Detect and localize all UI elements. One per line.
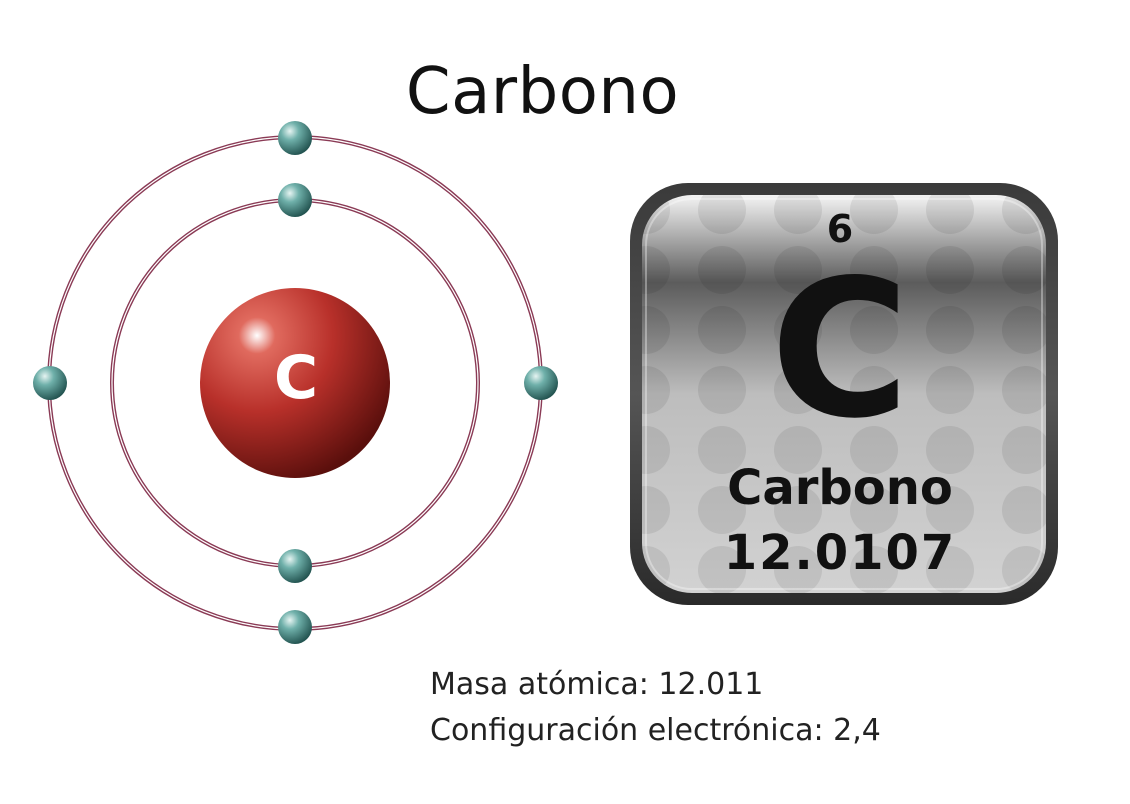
electron-outer-right (524, 366, 558, 400)
electron-outer-left (33, 366, 67, 400)
nucleus (200, 288, 390, 478)
electron-outer-top (278, 121, 312, 155)
electron-outer-bottom (278, 610, 312, 644)
page-title: Carbono (405, 55, 680, 129)
electron-configuration-text: Configuración electrónica: 2,4 (430, 713, 881, 748)
nucleus-symbol: C (273, 343, 319, 413)
element-name: Carbono (727, 460, 953, 516)
element-tile (630, 183, 1058, 605)
electron-inner-top (278, 183, 312, 217)
electron-inner-bottom (278, 549, 312, 583)
element-symbol: C (770, 239, 910, 460)
atomic-number: 6 (826, 207, 854, 251)
atomic-mass-text: Masa atómica: 12.011 (430, 667, 764, 702)
element-mass: 12.0107 (723, 525, 957, 581)
